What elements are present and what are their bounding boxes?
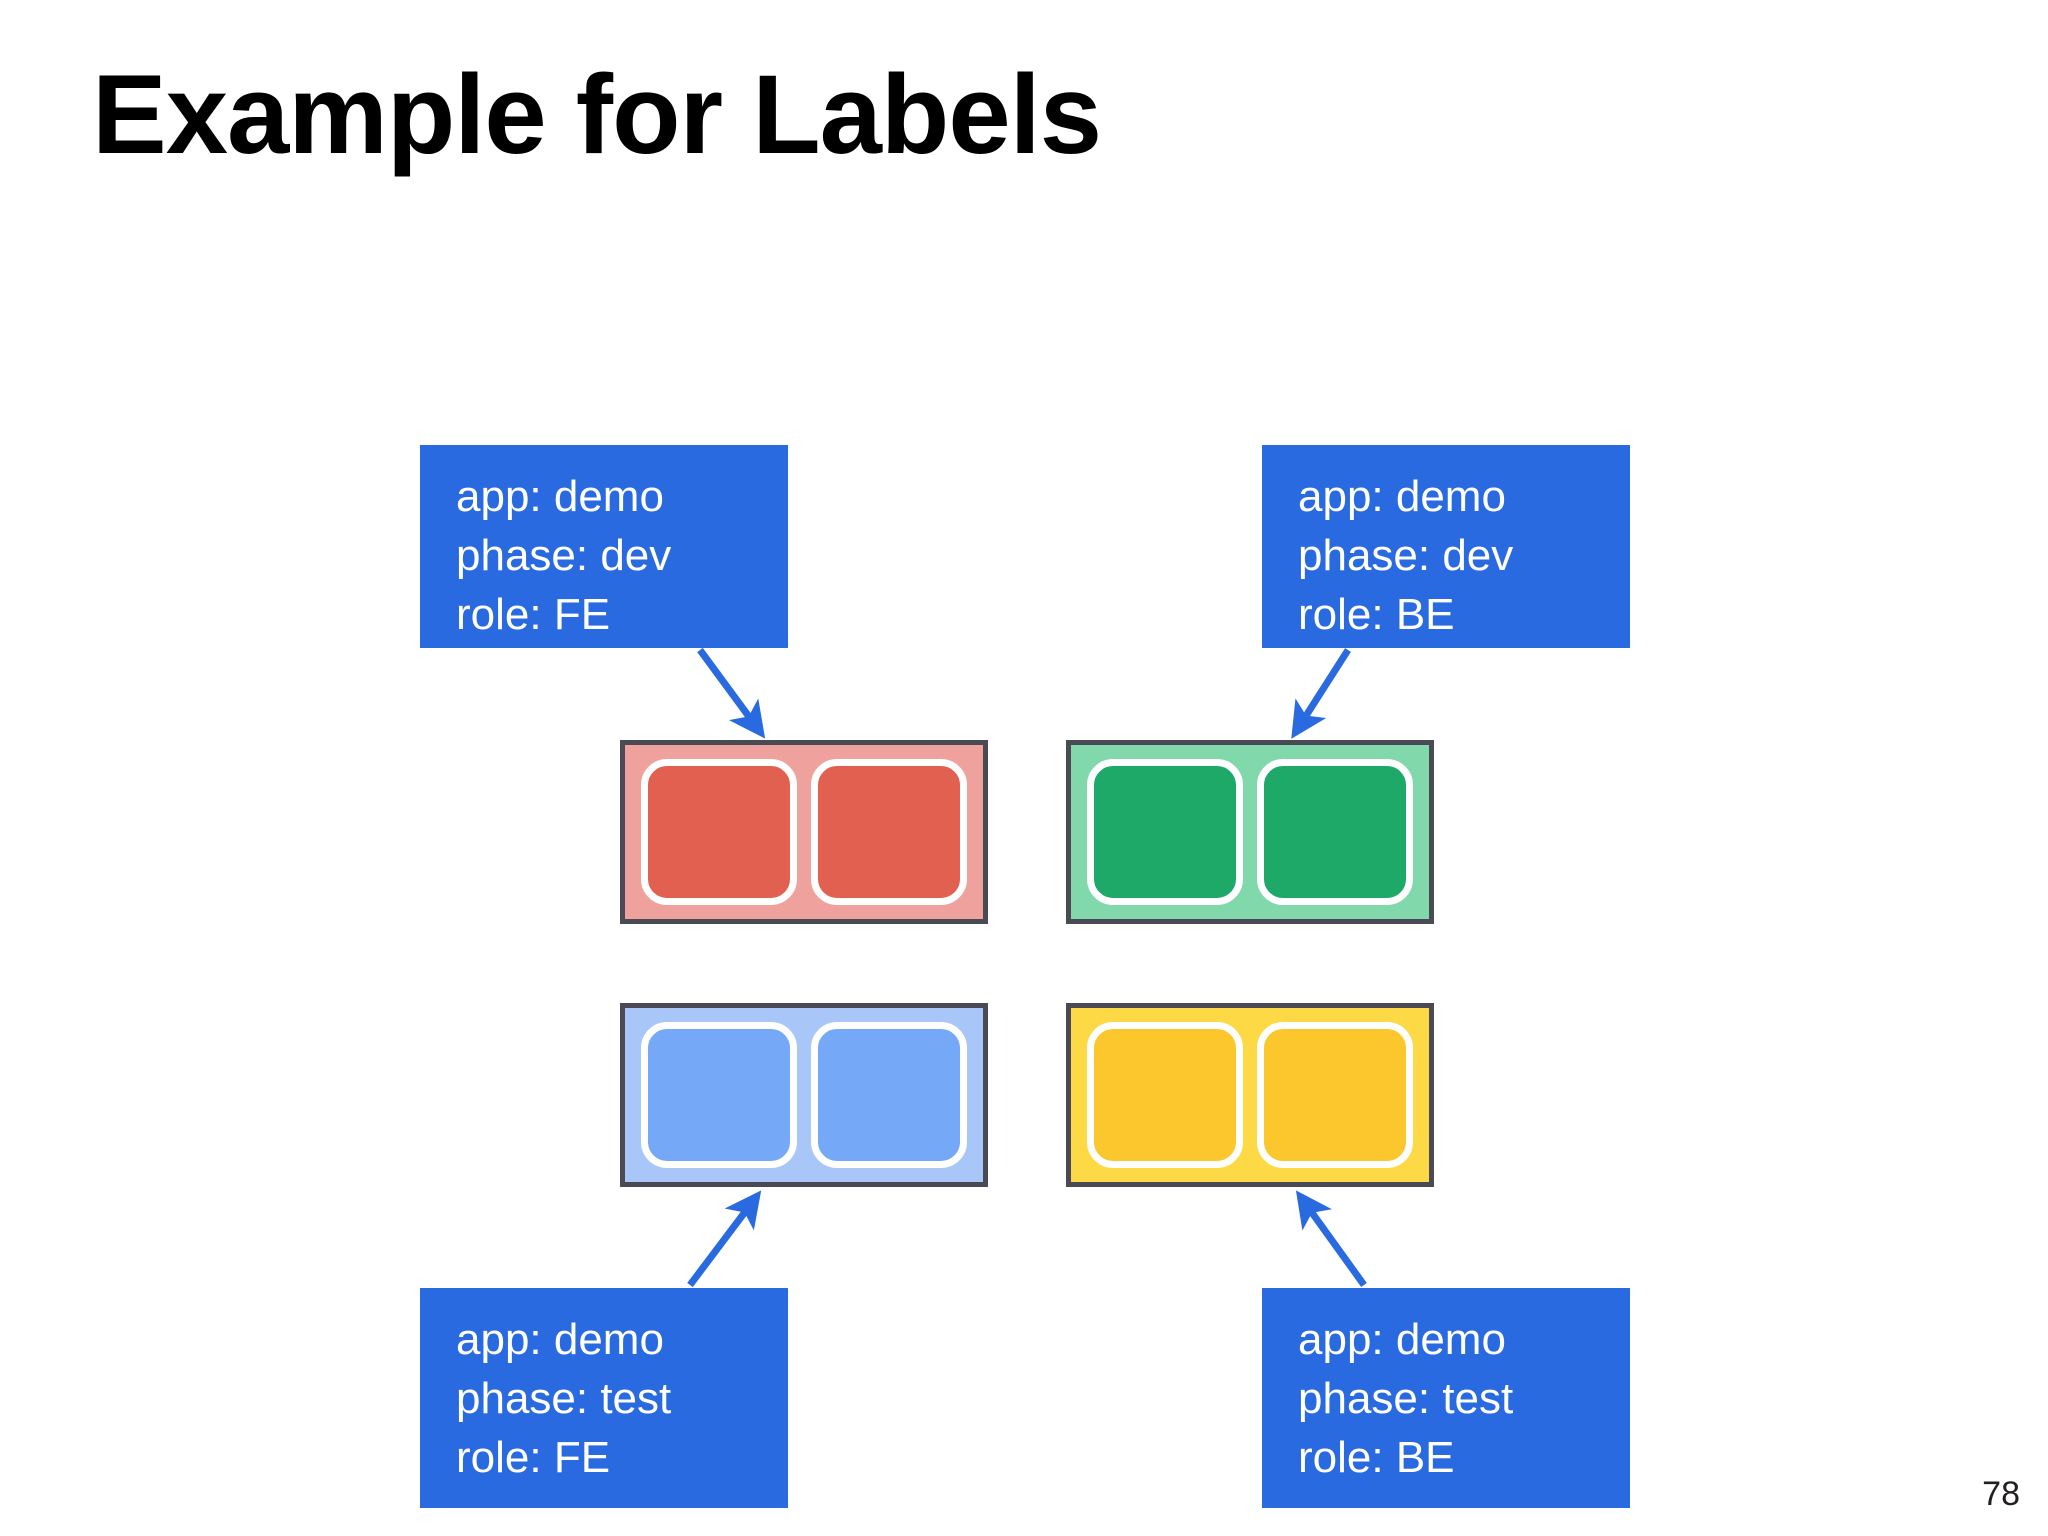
label-callout-test-be[interactable]: app: demo phase: test role: BE [1262, 1288, 1630, 1508]
node-yellow[interactable] [1066, 1003, 1434, 1187]
node-red[interactable] [620, 740, 988, 924]
arrow-test-fe-to-blue-node [687, 1190, 762, 1288]
page-title: Example for Labels [92, 52, 1102, 177]
label-line-app: app: demo [456, 472, 664, 521]
pod[interactable] [1256, 759, 1413, 905]
label-line-app: app: demo [1298, 1315, 1506, 1364]
pod[interactable] [1087, 759, 1244, 905]
label-line-role: role: BE [1298, 1433, 1455, 1482]
page-number: 78 [1982, 1475, 2020, 1513]
label-line-role: role: FE [456, 590, 611, 639]
arrow-dev-fe-to-red-node [697, 647, 766, 739]
label-line-phase: phase: dev [456, 531, 672, 580]
label-line-role: role: BE [1298, 590, 1455, 639]
arrow-test-be-to-yellow-node [1295, 1190, 1367, 1288]
pod[interactable] [1087, 1022, 1244, 1168]
label-line-phase: phase: test [1298, 1374, 1514, 1423]
node-green[interactable] [1066, 740, 1434, 924]
label-callout-test-fe[interactable]: app: demo phase: test role: FE [420, 1288, 788, 1508]
label-callout-dev-be[interactable]: app: demo phase: dev role: BE [1262, 445, 1630, 648]
label-line-app: app: demo [1298, 472, 1506, 521]
node-blue[interactable] [620, 1003, 988, 1187]
arrow-dev-be-to-green-node [1291, 648, 1351, 739]
pod[interactable] [641, 759, 798, 905]
label-line-phase: phase: test [456, 1374, 672, 1423]
label-callout-dev-fe[interactable]: app: demo phase: dev role: FE [420, 445, 788, 648]
pod[interactable] [810, 759, 967, 905]
pod[interactable] [810, 1022, 967, 1168]
label-line-phase: phase: dev [1298, 531, 1514, 580]
label-line-role: role: FE [456, 1433, 611, 1482]
pod[interactable] [1256, 1022, 1413, 1168]
label-line-app: app: demo [456, 1315, 664, 1364]
pod[interactable] [641, 1022, 798, 1168]
